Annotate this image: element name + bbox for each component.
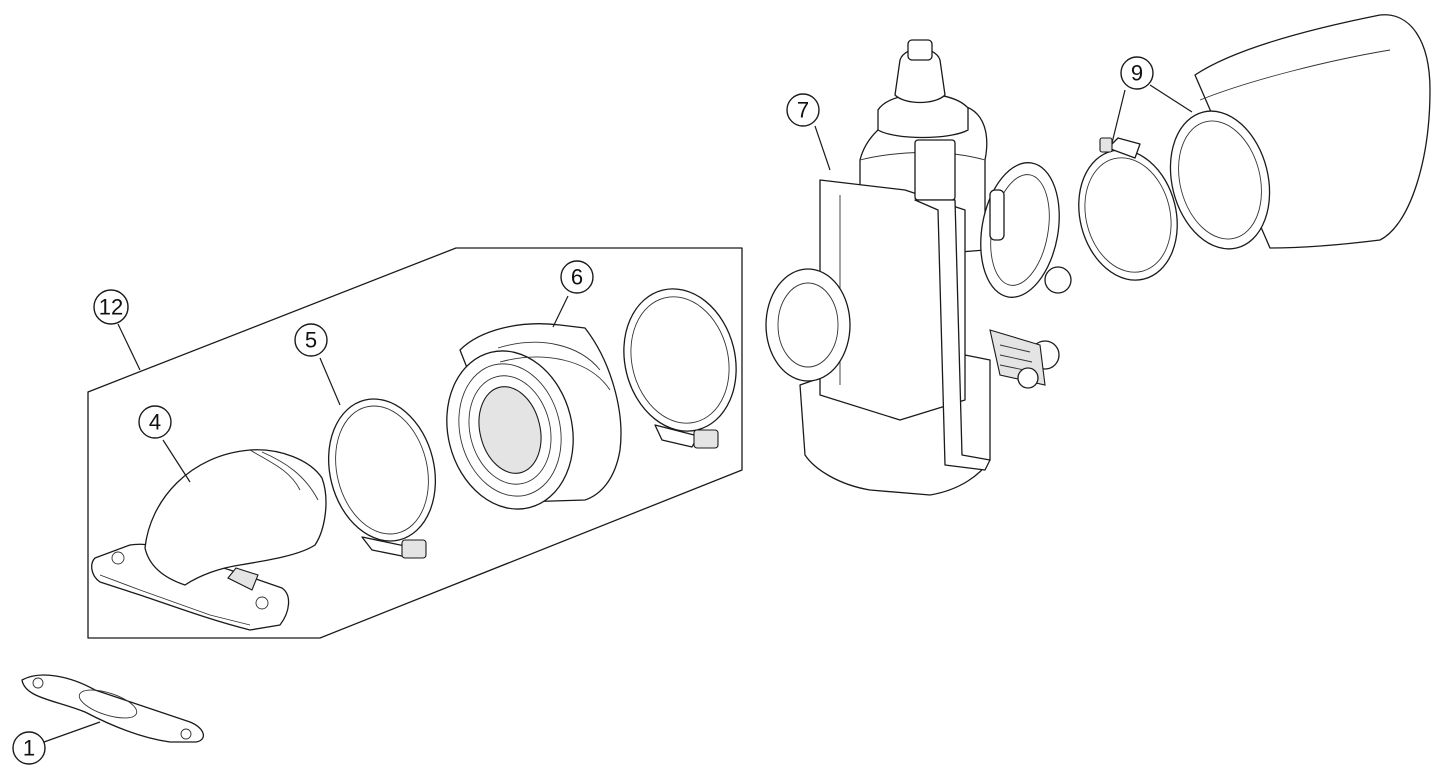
part-7-carburetor [765, 39, 1072, 496]
callout-5: 5 [294, 323, 328, 357]
callout-1: 1 [12, 731, 46, 765]
callout-4: 4 [138, 405, 172, 439]
leader-lines [43, 84, 1193, 743]
callout-9-label: 9 [1131, 61, 1143, 86]
part-4-intake-manifold [91, 449, 327, 631]
callout-9: 9 [1120, 56, 1154, 90]
callout-7: 7 [786, 93, 820, 127]
callout-6: 6 [560, 260, 594, 294]
kit-frame [87, 247, 743, 639]
part-5-clamp-ring [327, 398, 437, 559]
callout-1-label: 1 [23, 736, 35, 761]
callout-7-label: 7 [797, 98, 809, 123]
part-6-rubber-coupling [446, 323, 622, 510]
callout-6-label: 6 [571, 265, 583, 290]
callout-4-label: 4 [149, 410, 161, 435]
callout-12: 12 [93, 289, 129, 325]
part-9-air-filter [1078, 14, 1431, 281]
callout-5-label: 5 [305, 328, 317, 353]
part-1-gasket [21, 674, 204, 743]
part-clamp-rear [623, 288, 737, 449]
callout-12-label: 12 [99, 295, 123, 320]
